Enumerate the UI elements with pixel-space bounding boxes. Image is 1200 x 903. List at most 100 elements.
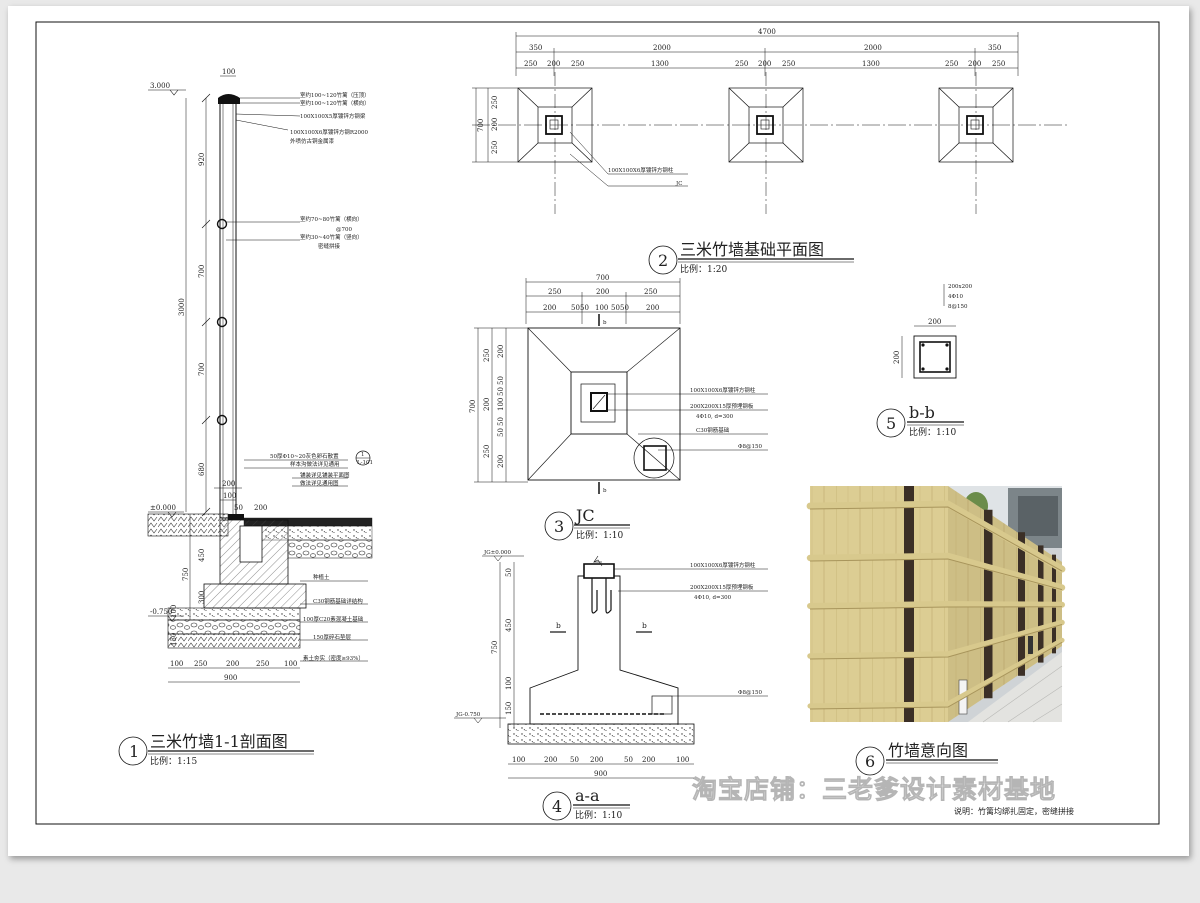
svg-text:100: 100 — [676, 756, 689, 764]
svg-text:50: 50 — [580, 304, 589, 312]
svg-text:比例：1:15: 比例：1:15 — [150, 755, 197, 767]
svg-text:2000: 2000 — [864, 44, 882, 52]
bb-view: 200x200 4Φ10 8@150 200 200 5 b-b 比例：1:10 — [876, 284, 973, 438]
svg-text:b: b — [603, 488, 607, 494]
svg-text:比例：1:10: 比例：1:10 — [575, 809, 622, 821]
svg-text:100X100X6厚镀锌方钢柱: 100X100X6厚镀锌方钢柱 — [690, 386, 756, 394]
svg-text:200: 200 — [497, 345, 505, 358]
svg-text:b: b — [642, 621, 647, 630]
elev-bottom: -0.750 — [150, 608, 172, 616]
plan-footing — [728, 72, 804, 214]
svg-text:250: 250 — [256, 660, 269, 668]
svg-text:L-101: L-101 — [357, 460, 373, 466]
svg-text:900: 900 — [224, 674, 237, 682]
svg-text:C30钢筋基础: C30钢筋基础 — [696, 426, 730, 434]
drawing-sheet: 3.000 ±0.000 -0.750 100 920 700 700 680 … — [8, 6, 1189, 856]
photo-title: 竹墙意向图 — [888, 741, 968, 760]
svg-text:100X100X6厚镀锌方钢柱: 100X100X6厚镀锌方钢柱 — [690, 561, 756, 569]
svg-text:200: 200 — [491, 118, 499, 131]
svg-text:1: 1 — [361, 452, 365, 458]
aa-title: a-a — [575, 786, 600, 805]
svg-text:50: 50 — [571, 304, 580, 312]
svg-text:100: 100 — [595, 304, 608, 312]
svg-text:200: 200 — [758, 60, 771, 68]
plan-title: 三米竹墙基础平面图 — [680, 240, 824, 259]
section-title: 三米竹墙1-1剖面图 — [150, 732, 288, 751]
svg-text:样本沟做法详见通用: 样本沟做法详见通用 — [290, 460, 340, 468]
svg-text:JG-0.750: JG-0.750 — [455, 712, 481, 718]
svg-text:5: 5 — [886, 414, 896, 433]
aa-view: JG±0.000 JG-0.750 50 450 750 100 150 b b — [454, 550, 768, 821]
svg-text:50厚Φ10~20灰色卵石散置: 50厚Φ10~20灰色卵石散置 — [270, 452, 339, 460]
svg-text:250: 250 — [194, 660, 207, 668]
svg-text:@700: @700 — [336, 226, 352, 233]
svg-text:200: 200 — [596, 288, 609, 296]
svg-text:250: 250 — [491, 141, 499, 154]
svg-text:50: 50 — [234, 504, 243, 512]
svg-text:900: 900 — [594, 770, 607, 778]
elev-ground: ±0.000 — [150, 504, 176, 512]
svg-text:250: 250 — [644, 288, 657, 296]
svg-text:50: 50 — [611, 304, 620, 312]
bamboo-wall-photo: 6 竹墙意向图 — [806, 486, 1066, 776]
svg-text:200: 200 — [222, 480, 235, 488]
plan-view: 4700 350 2000 2000 350 250 200 250 1300 … — [472, 28, 1068, 275]
svg-text:b: b — [556, 621, 561, 630]
svg-text:250: 250 — [548, 288, 561, 296]
svg-text:100: 100 — [497, 398, 505, 411]
svg-text:450: 450 — [198, 549, 206, 562]
watermark: 淘宝店铺：三老爹设计素材基地 — [692, 775, 1056, 804]
svg-text:700: 700 — [596, 274, 609, 282]
svg-text:4Φ10, d=300: 4Φ10, d=300 — [694, 595, 732, 601]
svg-text:4Φ10, d=300: 4Φ10, d=300 — [696, 414, 734, 420]
svg-text:100: 100 — [170, 660, 183, 668]
svg-text:750: 750 — [182, 568, 190, 581]
svg-text:100X100X5厚镀锌方钢梁: 100X100X5厚镀锌方钢梁 — [300, 112, 366, 120]
svg-text:150: 150 — [505, 702, 513, 715]
svg-text:200: 200 — [497, 455, 505, 468]
svg-text:150厚碎石垫层: 150厚碎石垫层 — [313, 633, 351, 641]
svg-text:种植土: 种植土 — [313, 573, 330, 581]
fence-rail — [807, 619, 1065, 659]
svg-text:300: 300 — [198, 591, 206, 604]
svg-text:700: 700 — [198, 363, 206, 376]
svg-text:200: 200 — [893, 351, 901, 364]
svg-text:700: 700 — [198, 265, 206, 278]
svg-text:b: b — [603, 320, 607, 326]
svg-text:100: 100 — [505, 677, 513, 690]
svg-text:3000: 3000 — [178, 298, 186, 316]
svg-text:1300: 1300 — [651, 60, 669, 68]
svg-text:250: 250 — [491, 96, 499, 109]
fence-rail — [806, 552, 1066, 591]
svg-text:比例：1:20: 比例：1:20 — [680, 263, 727, 275]
svg-text:50: 50 — [497, 417, 505, 426]
view-number-circle — [118, 736, 148, 766]
svg-text:200: 200 — [483, 398, 491, 411]
svg-text:200x200: 200x200 — [948, 284, 973, 290]
svg-text:50: 50 — [570, 756, 579, 764]
svg-text:200X200X15厚预埋钢板: 200X200X15厚预埋钢板 — [690, 402, 754, 410]
svg-text:200: 200 — [543, 304, 556, 312]
cad-drawing: 3.000 ±0.000 -0.750 100 920 700 700 680 … — [35, 21, 1160, 825]
svg-text:C30钢筋基础详结构: C30钢筋基础详结构 — [313, 597, 363, 605]
svg-text:做法详见通用图: 做法详见通用图 — [300, 479, 339, 487]
svg-text:100: 100 — [222, 68, 235, 76]
svg-text:4Φ10: 4Φ10 — [948, 294, 964, 300]
plan-footing — [938, 72, 1014, 214]
svg-text:JC: JC — [675, 181, 682, 187]
svg-text:素土夯实（密度≥93%）: 素土夯实（密度≥93%） — [303, 654, 364, 662]
footnote: 说明：竹篱均绑扎固定，密缝拼接 — [954, 806, 1074, 816]
bb-title: b-b — [909, 403, 935, 422]
svg-text:200: 200 — [254, 504, 267, 512]
svg-text:250: 250 — [735, 60, 748, 68]
svg-text:密缝拼接: 密缝拼接 — [318, 242, 341, 250]
svg-text:250: 250 — [992, 60, 1005, 68]
svg-text:2: 2 — [658, 251, 668, 270]
svg-text:50: 50 — [624, 756, 633, 764]
svg-text:200: 200 — [590, 756, 603, 764]
svg-text:200: 200 — [928, 318, 941, 326]
jc-view: 700 250 200 250 200 50 50 100 50 50 200 … — [469, 274, 768, 541]
svg-text:200: 200 — [642, 756, 655, 764]
svg-text:Φ8@150: Φ8@150 — [738, 443, 763, 450]
section-view: 3.000 ±0.000 -0.750 100 920 700 700 680 … — [118, 68, 373, 767]
